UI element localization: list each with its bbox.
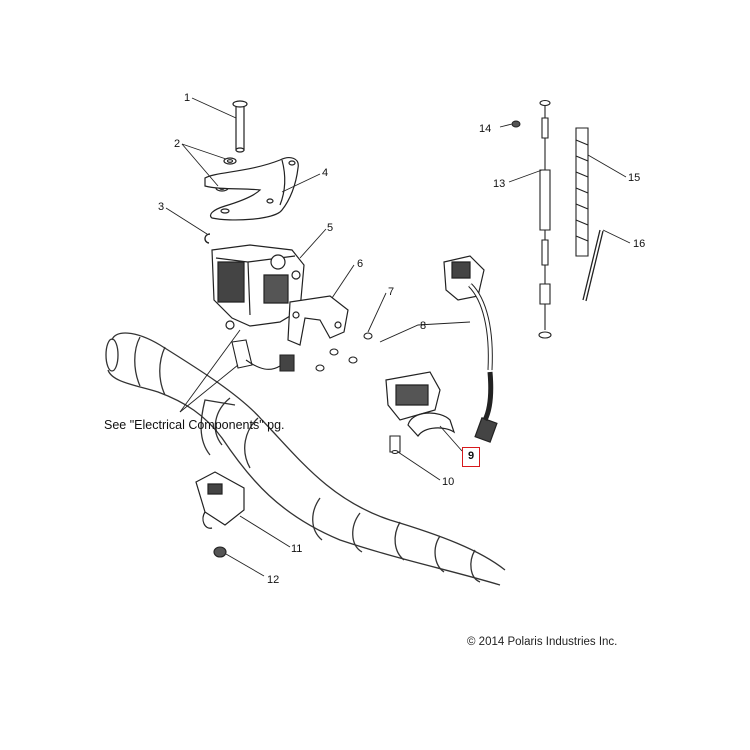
part-9-clamp [408,413,454,436]
callout-13: 13 [493,178,506,190]
electrical-components-note: See "Electrical Components" pg. [104,418,285,432]
part-3-clip [205,234,210,243]
handlebar [106,333,505,585]
callout-11: 11 [291,543,303,555]
callout-4: 4 [322,167,329,179]
callout-8: 8 [420,320,427,332]
callout-14: 14 [479,123,492,135]
callout-5: 5 [327,222,334,234]
part-13-cable [539,101,551,339]
part-14-nut [512,121,520,127]
callout-16: 16 [633,238,646,250]
part-11-mount [196,472,244,528]
part-15-spiral-wrap [576,128,588,256]
part-10-pin [390,436,400,454]
leader-lines [166,98,630,576]
callout-9-highlight: 9 [462,447,480,467]
callout-15: 15 [628,172,641,184]
callout-7: 7 [388,286,395,298]
callout-1: 1 [184,92,191,104]
callout-2: 2 [174,138,181,150]
callout-3: 3 [158,201,165,213]
callout-12: 12 [267,574,280,586]
part-16-cable-tie [583,230,603,301]
part-12-grommet [214,547,226,557]
part-4-bracket [205,158,298,220]
connector [232,340,294,371]
part-8-switch-assembly [386,256,497,442]
callout-6: 6 [357,258,364,270]
part-5-housing [212,245,304,329]
callout-10: 10 [442,476,455,488]
screws [316,333,372,371]
copyright: © 2014 Polaris Industries Inc. [467,636,618,648]
part-1-bolt [233,101,247,152]
part-6-clamp [288,296,348,345]
